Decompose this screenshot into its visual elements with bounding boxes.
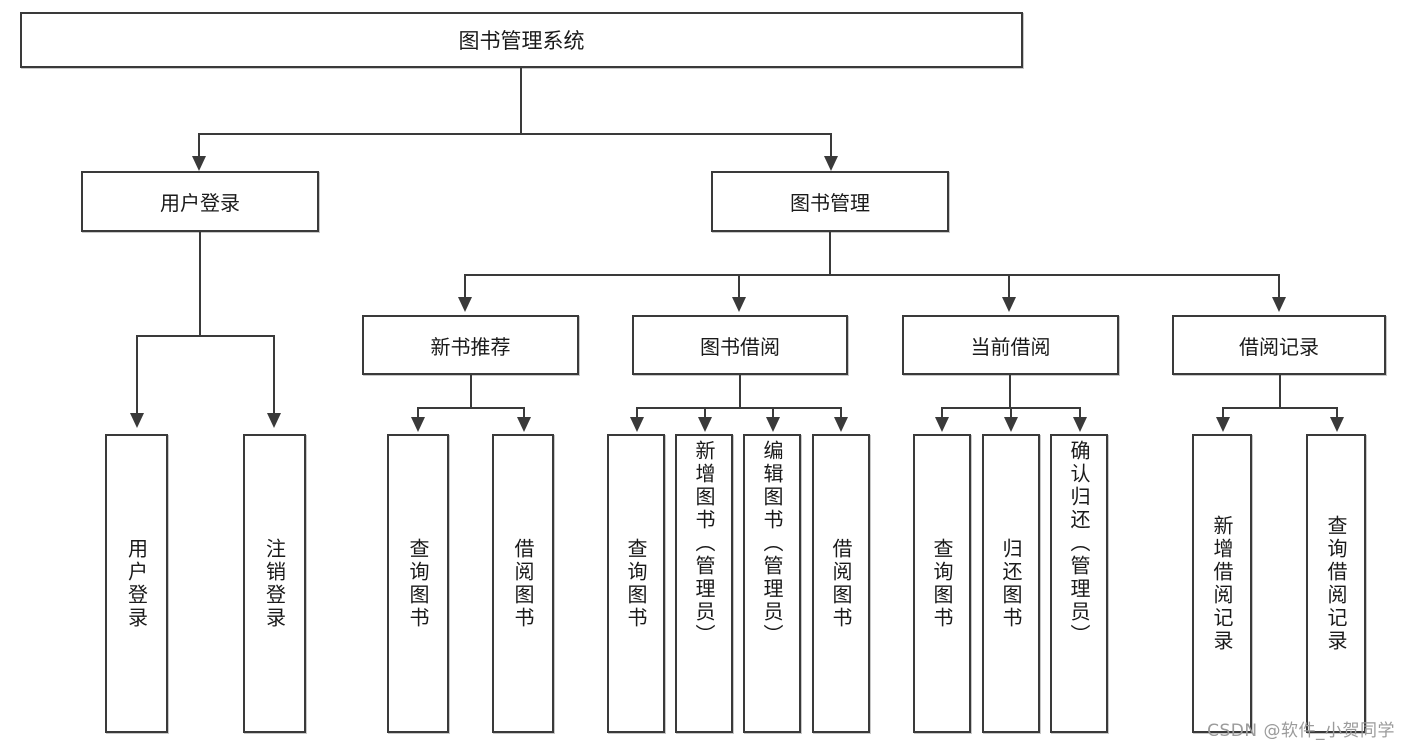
arrow-borrow-record-leaf-1	[1216, 417, 1230, 432]
leaf-user-login-logout[interactable]: 注销登录	[243, 434, 306, 733]
node-root-library-system[interactable]: 图书管理系统	[20, 12, 1023, 68]
node-label: 借阅记录	[1239, 334, 1319, 359]
leaf-label: 借阅图书	[829, 537, 853, 630]
leaf-label: 注销登录	[262, 537, 287, 630]
connector-to-book-management	[830, 133, 832, 158]
connector-current-borrow-stem	[1009, 375, 1011, 408]
connector-borrow-record-leaf-1	[1222, 407, 1224, 419]
leaf-label: 归还图书	[999, 537, 1023, 630]
leaf-book-borrow-add-book[interactable]: 新增图书（管理员）	[675, 434, 733, 733]
node-book-management[interactable]: 图书管理	[711, 171, 949, 232]
connector-new-book-leaf-2	[523, 407, 525, 419]
arrow-to-current-borrow	[1002, 297, 1016, 312]
node-label: 新书推荐	[430, 334, 511, 359]
arrow-to-borrow-record	[1272, 297, 1286, 312]
arrow-current-borrow-leaf-3	[1073, 417, 1087, 432]
arrow-to-book-borrow	[732, 297, 746, 312]
leaf-label: 查询图书	[930, 537, 954, 630]
connector-user-login-leaf-2	[273, 335, 275, 415]
connector-current-borrow-leaf-3	[1079, 407, 1081, 419]
arrow-book-borrow-leaf-1	[630, 417, 644, 432]
leaf-new-book-borrow-book[interactable]: 借阅图书	[492, 434, 554, 733]
leaf-label: 编辑图书（管理员）	[760, 440, 784, 647]
connector-book-borrow-stem	[739, 375, 741, 408]
connector-book-management-stem	[829, 232, 831, 275]
connector-book-borrow-leaf-4	[840, 407, 842, 419]
node-label: 图书管理	[790, 191, 870, 215]
connector-to-book-borrow	[738, 274, 740, 299]
connector-root-bar	[198, 133, 832, 135]
arrow-user-login-leaf-1	[130, 413, 144, 428]
connector-to-user-login	[198, 133, 200, 158]
leaf-borrow-record-add-record[interactable]: 新增借阅记录	[1192, 434, 1252, 733]
leaf-new-book-query-book[interactable]: 查询图书	[387, 434, 449, 733]
leaf-label: 查询借阅记录	[1324, 514, 1348, 653]
arrow-to-book-management	[824, 156, 838, 171]
leaf-label: 查询图书	[624, 537, 648, 630]
arrow-book-borrow-leaf-3	[766, 417, 780, 432]
node-label: 图书管理系统	[458, 29, 585, 53]
arrow-book-borrow-leaf-4	[834, 417, 848, 432]
arrow-new-book-leaf-2	[517, 417, 531, 432]
connector-book-borrow-leaf-3	[772, 407, 774, 419]
connector-user-login-bar	[136, 335, 274, 337]
leaf-label: 新增图书（管理员）	[692, 440, 716, 647]
connector-to-borrow-record	[1278, 274, 1280, 299]
arrow-borrow-record-leaf-2	[1330, 417, 1344, 432]
connector-user-login-leaf-1	[136, 335, 138, 415]
arrow-new-book-leaf-1	[411, 417, 425, 432]
leaf-label: 新增借阅记录	[1210, 514, 1234, 653]
node-borrow-record[interactable]: 借阅记录	[1172, 315, 1386, 375]
connector-to-new-book	[464, 274, 466, 299]
connector-user-login-stem	[199, 232, 201, 336]
arrow-current-borrow-leaf-1	[935, 417, 949, 432]
leaf-book-borrow-edit-book[interactable]: 编辑图书（管理员）	[743, 434, 801, 733]
connector-borrow-record-leaf-2	[1336, 407, 1338, 419]
connector-new-book-stem	[470, 375, 472, 408]
connector-borrow-record-bar	[1222, 407, 1337, 409]
connector-book-borrow-leaf-2	[704, 407, 706, 419]
node-label: 用户登录	[160, 191, 240, 215]
node-new-book-recommend[interactable]: 新书推荐	[362, 315, 579, 375]
connector-current-borrow-leaf-2	[1010, 407, 1012, 419]
arrow-book-borrow-leaf-2	[698, 417, 712, 432]
connector-root-stem	[520, 68, 522, 134]
connector-book-borrow-leaf-1	[636, 407, 638, 419]
arrow-current-borrow-leaf-2	[1004, 417, 1018, 432]
node-book-borrow[interactable]: 图书借阅	[632, 315, 848, 375]
connector-book-borrow-bar	[636, 407, 842, 409]
leaf-user-login-login[interactable]: 用户登录	[105, 434, 168, 733]
leaf-label: 用户登录	[124, 537, 149, 630]
leaf-book-borrow-borrow-book[interactable]: 借阅图书	[812, 434, 870, 733]
leaf-current-borrow-return-book[interactable]: 归还图书	[982, 434, 1040, 733]
arrow-to-user-login	[192, 156, 206, 171]
leaf-label: 借阅图书	[511, 537, 535, 630]
arrow-user-login-leaf-2	[267, 413, 281, 428]
connector-new-book-bar	[417, 407, 524, 409]
connector-new-book-leaf-1	[417, 407, 419, 419]
leaf-current-borrow-query-book[interactable]: 查询图书	[913, 434, 971, 733]
node-user-login[interactable]: 用户登录	[81, 171, 319, 232]
node-label: 当前借阅	[970, 334, 1051, 359]
leaf-current-borrow-confirm-return[interactable]: 确认归还（管理员）	[1050, 434, 1108, 733]
leaf-book-borrow-query-book[interactable]: 查询图书	[607, 434, 665, 733]
leaf-label: 确认归还（管理员）	[1067, 440, 1091, 647]
node-label: 图书借阅	[700, 334, 780, 359]
node-current-borrow[interactable]: 当前借阅	[902, 315, 1119, 375]
leaf-label: 查询图书	[406, 537, 430, 630]
arrow-to-new-book	[458, 297, 472, 312]
connector-to-current-borrow	[1008, 274, 1010, 299]
connector-borrow-record-stem	[1279, 375, 1281, 408]
leaf-borrow-record-query-record[interactable]: 查询借阅记录	[1306, 434, 1366, 733]
connector-current-borrow-leaf-1	[941, 407, 943, 419]
connector-book-management-bar	[464, 274, 1280, 276]
